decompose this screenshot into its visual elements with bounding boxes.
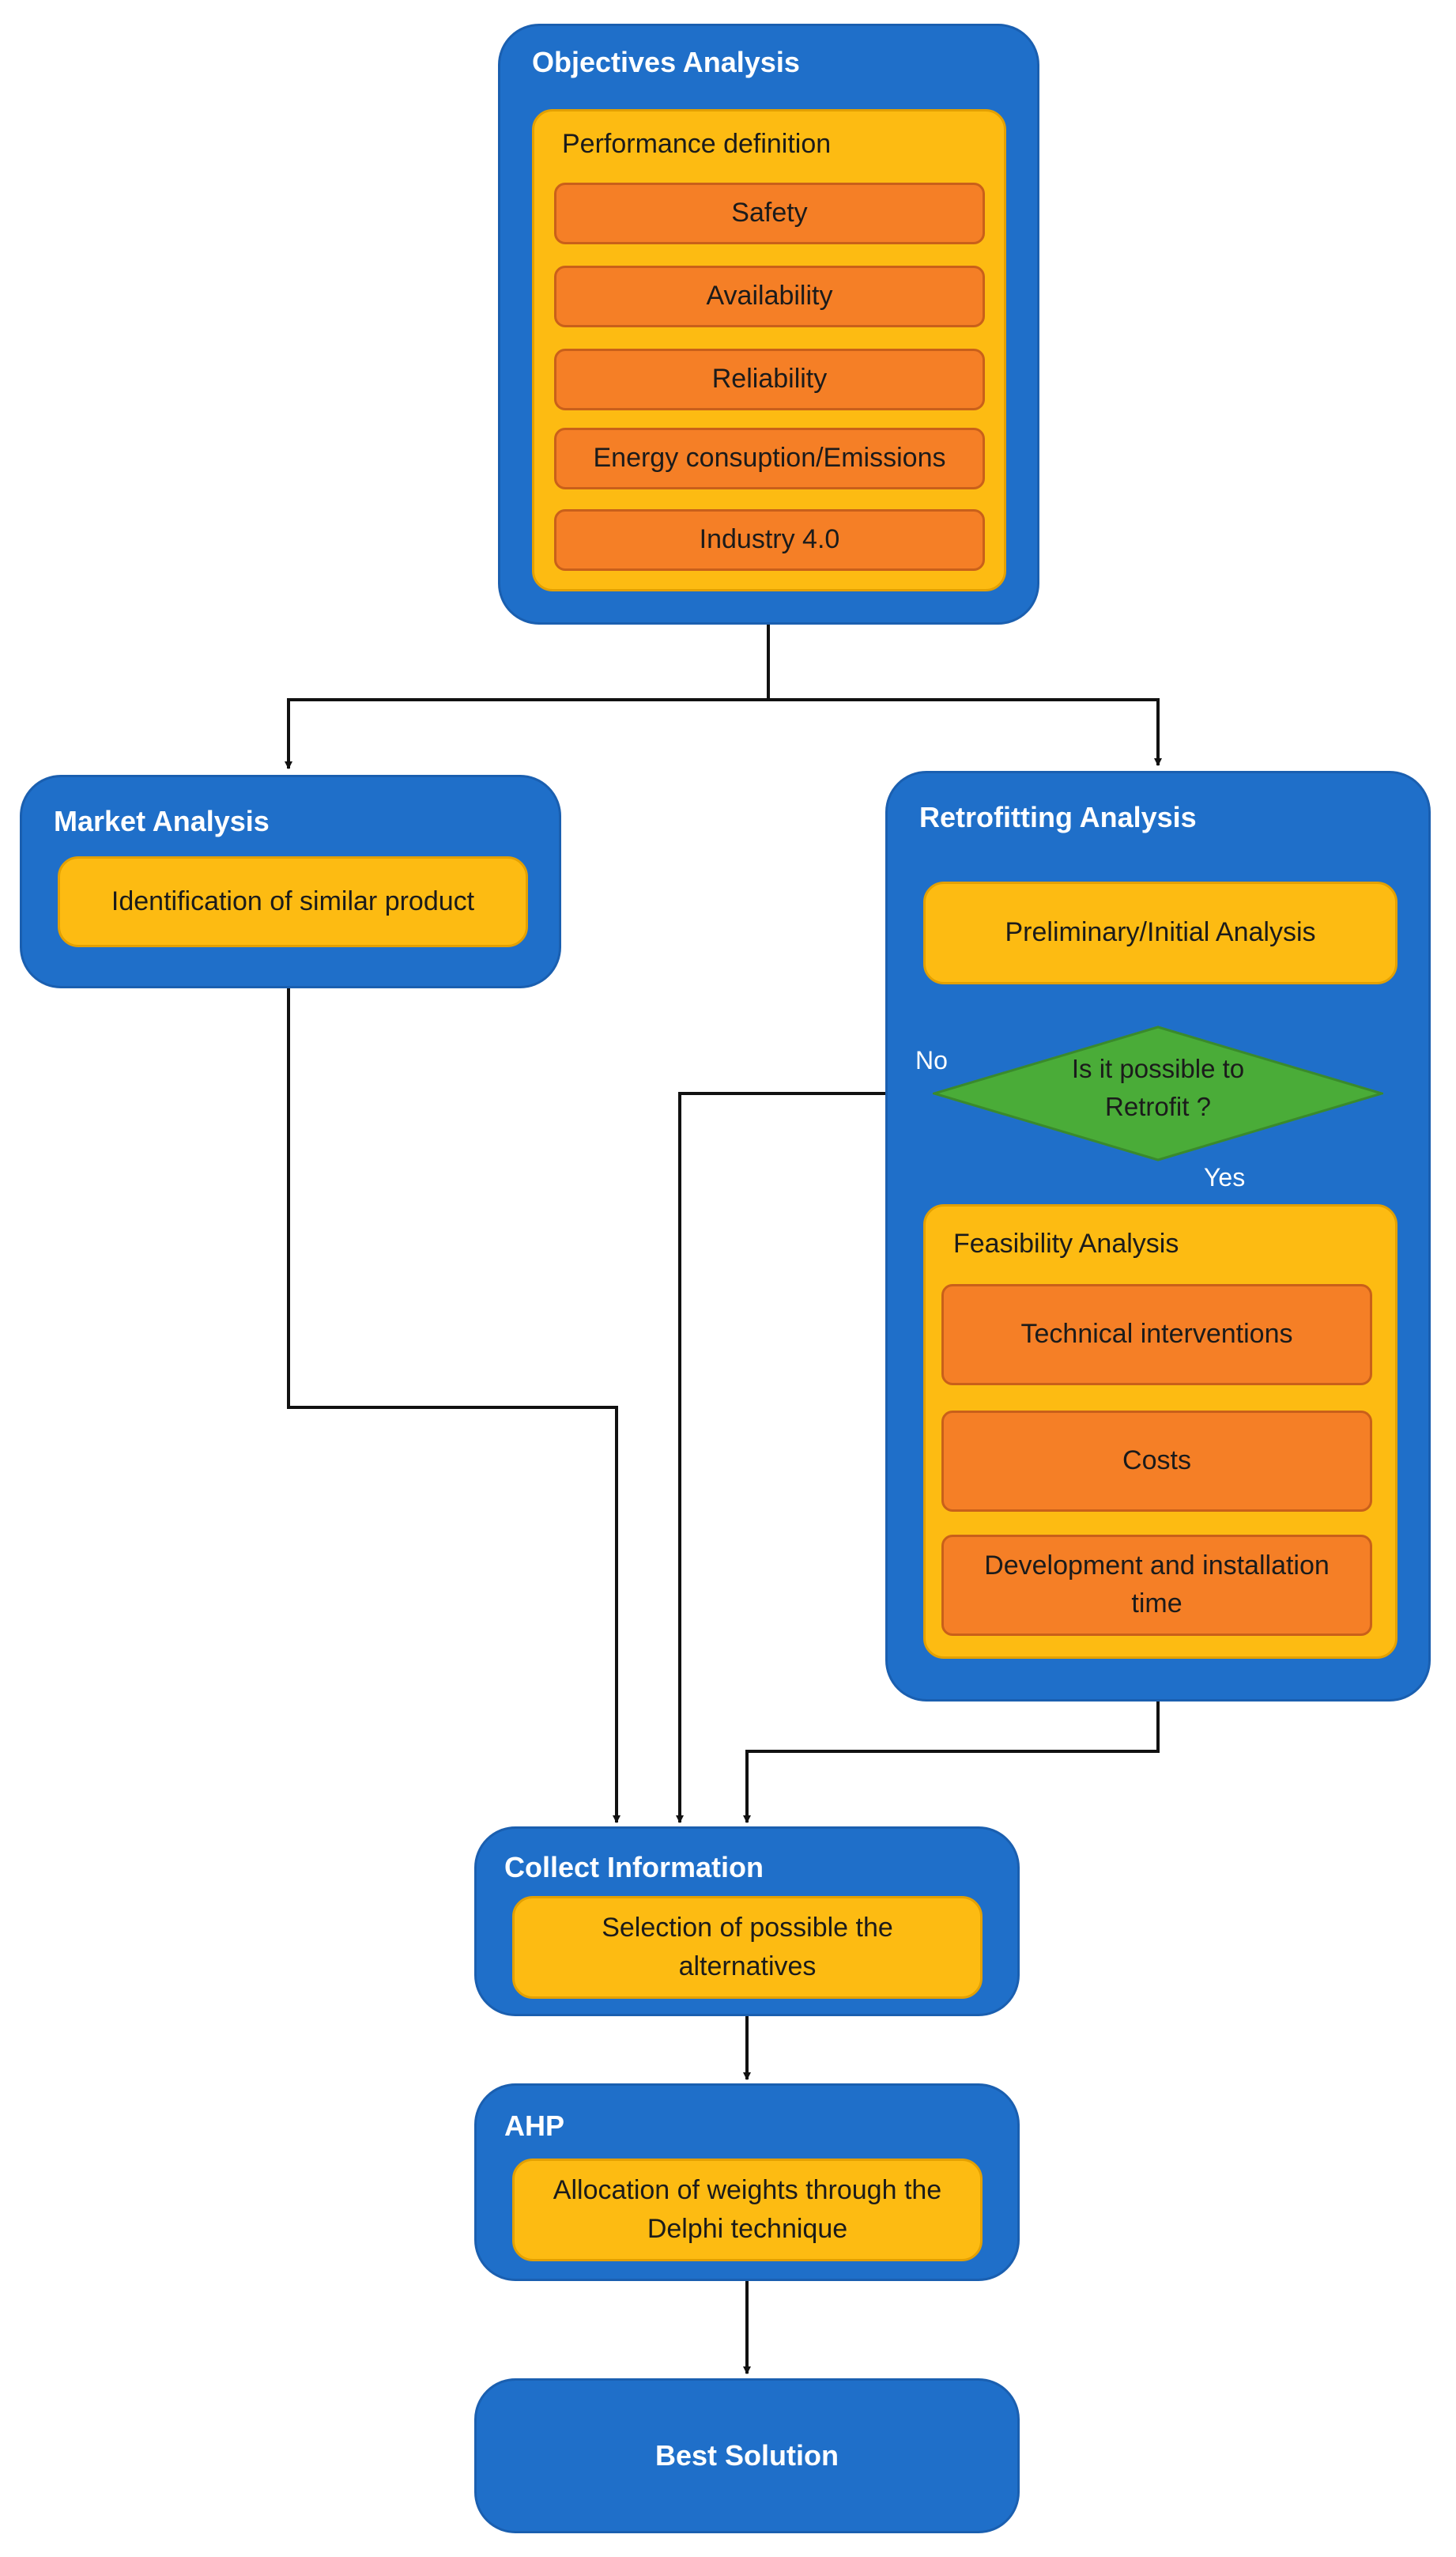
ahp-item: Allocation of weights through the Delphi… [512,2159,983,2261]
connector-no-to-collect [676,1092,933,1823]
ahp-box: AHP Allocation of weights through the De… [474,2083,1020,2281]
best-solution-box: Best Solution [474,2378,1020,2533]
decision-yes-label: Yes [1204,1163,1246,1192]
retrofit-decision-diamond [933,1025,1383,1161]
ahp-title: AHP [504,2109,565,2142]
retrofitting-analysis-box: Retrofitting Analysis Preliminary/Initia… [885,771,1431,1702]
performance-item-industry: Industry 4.0 [554,509,985,571]
feasibility-analysis-title: Feasibility Analysis [953,1229,1179,1259]
feasibility-analysis-panel: Feasibility Analysis Technical intervent… [923,1204,1398,1659]
connector-to-retrofitting [768,698,1162,766]
collect-information-title: Collect Information [504,1851,764,1883]
objectives-analysis-title: Objectives Analysis [532,46,800,78]
feasibility-item-development: Development and installation time [941,1535,1372,1636]
connector-market-to-collect [287,988,620,1823]
performance-definition-panel: Performance definition Safety Availabili… [532,109,1006,591]
retrofitting-analysis-title: Retrofitting Analysis [919,801,1197,833]
performance-item-energy: Energy consuption/Emissions [554,428,985,489]
market-analysis-box: Market Analysis Identification of simila… [20,775,561,988]
decision-no-label: No [915,1046,948,1075]
performance-definition-title: Performance definition [562,129,832,159]
market-analysis-item: Identification of similar product [58,856,528,947]
objectives-analysis-box: Objectives Analysis Performance definiti… [498,24,1039,625]
retrofit-decision-label: Is it possible to Retrofit ? [1071,1054,1245,1121]
feasibility-item-technical: Technical interventions [941,1284,1372,1385]
feasibility-item-costs: Costs [941,1411,1372,1512]
best-solution-title: Best Solution [655,2439,839,2472]
performance-item-safety: Safety [554,183,985,244]
collect-information-item: Selection of possible the alternatives [512,1896,983,1999]
performance-item-availability: Availability [554,266,985,327]
preliminary-analysis-item: Preliminary/Initial Analysis [923,882,1398,984]
connector-retrofit-to-collect [743,1676,1160,1823]
collect-information-box: Collect Information Selection of possibl… [474,1826,1020,2016]
connector-to-market [285,698,768,769]
performance-item-reliability: Reliability [554,349,985,410]
market-analysis-title: Market Analysis [54,805,270,837]
